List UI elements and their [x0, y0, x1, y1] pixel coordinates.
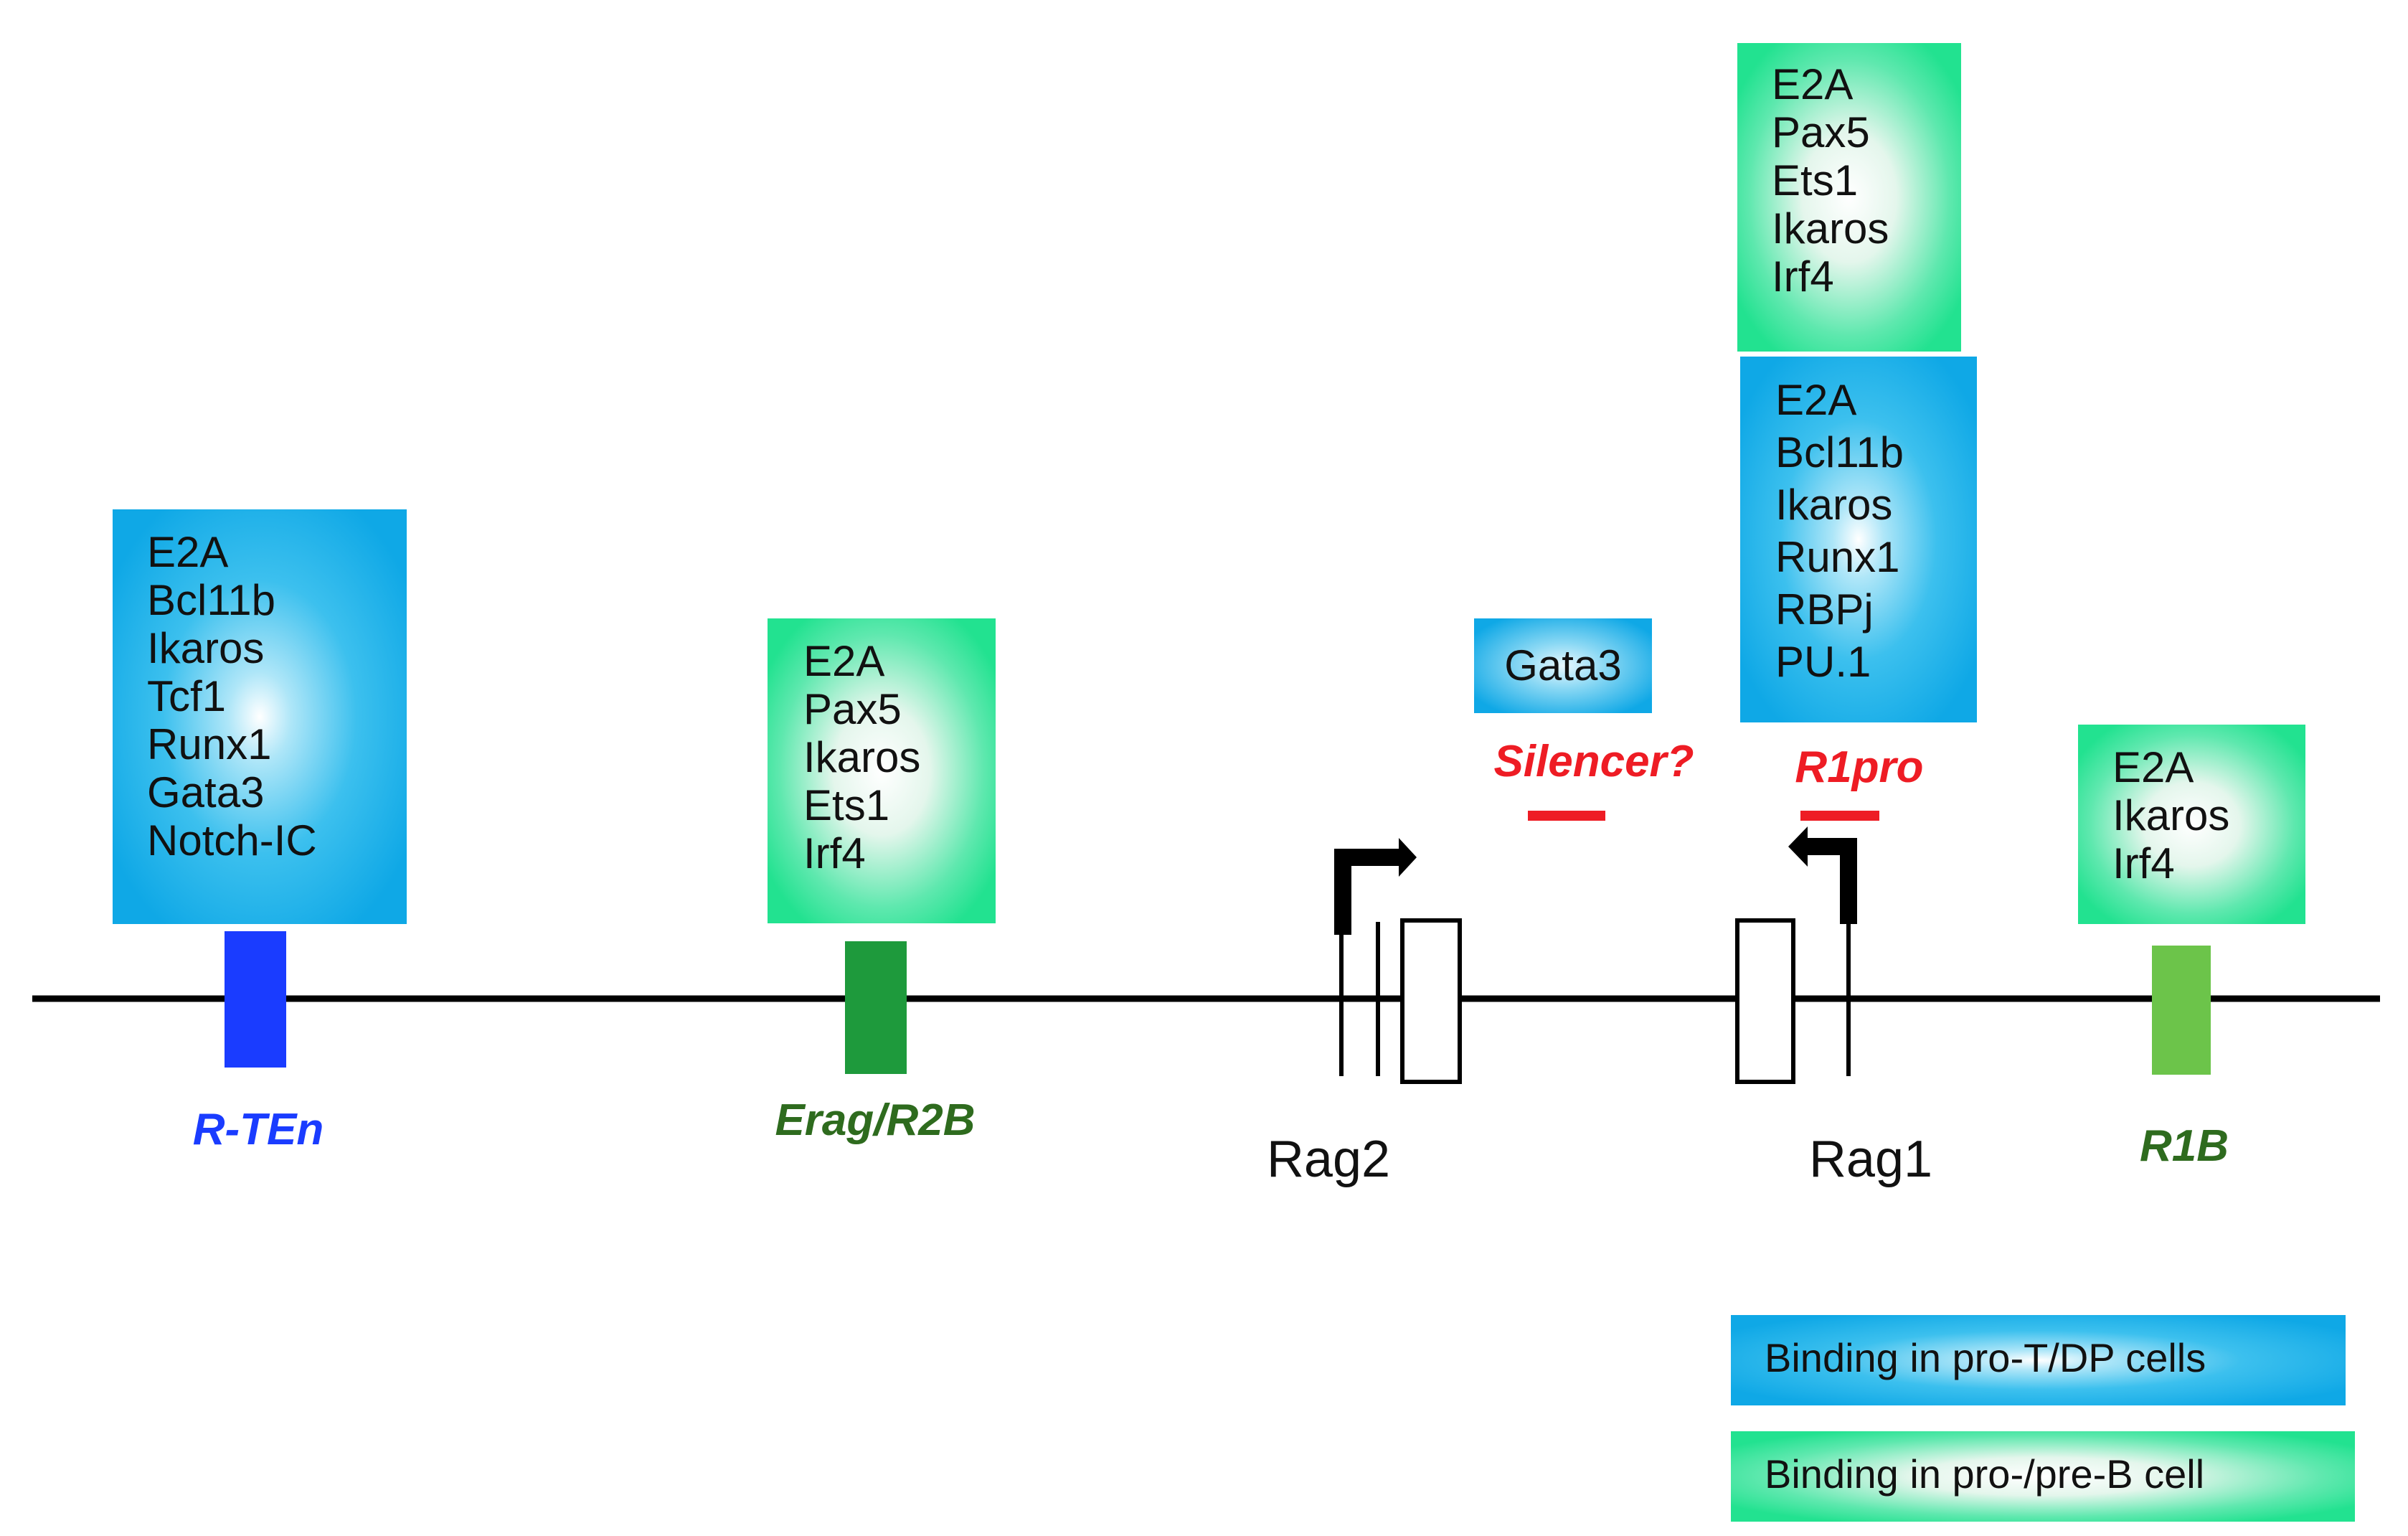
factor-label: Notch-IC: [147, 816, 317, 864]
silencer-label: Silencer?: [1493, 737, 1694, 786]
r1pro-marker: [1800, 811, 1879, 821]
factor-label: Irf4: [2112, 839, 2175, 887]
r1pro-b-binding-box: [1737, 43, 1961, 352]
rag2-label: Rag2: [1267, 1131, 1390, 1188]
legend: Binding in pro-T/DP cells Binding in pro…: [1731, 1315, 2355, 1522]
rag2-promoter-arrow-icon: [1334, 838, 1417, 935]
factor-label: Irf4: [803, 829, 866, 877]
erag-factor-list: E2A Pax5 Ikaros Ets1 Irf4: [803, 637, 920, 877]
factor-label: Runx1: [1775, 533, 1899, 581]
r-ten-element: [225, 931, 286, 1068]
factor-label: Gata3: [147, 768, 264, 816]
factor-label: Ikaros: [1775, 481, 1892, 529]
factor-label: E2A: [803, 637, 884, 685]
factor-label: E2A: [2112, 743, 2194, 791]
r-ten-factor-list: E2A Bcl11b Ikaros Tcf1 Runx1 Gata3 Notch…: [147, 528, 317, 864]
legend-swatch-pro-b: [1731, 1431, 2355, 1522]
factor-label: Gata3: [1504, 641, 1621, 689]
legend-pro-b-label: Binding in pro-/pre-B cell: [1765, 1451, 2204, 1497]
erag-element: [845, 941, 907, 1074]
r1pro-t-binding-box: [1740, 357, 1977, 722]
r1b-binding-box: [2078, 725, 2305, 924]
rag1-promoter-arrow-icon: [1788, 826, 1857, 924]
factor-label: Bcl11b: [1775, 428, 1904, 476]
factor-label: Ikaros: [2112, 791, 2229, 839]
erag-binding-box: [768, 618, 996, 923]
factor-label: E2A: [147, 528, 228, 576]
erag-label: Erag/R2B: [775, 1096, 975, 1145]
r1pro-t-factor-list: E2A Bcl11b Ikaros Runx1 RBPj PU.1: [1775, 376, 1904, 686]
factor-label: PU.1: [1775, 638, 1871, 686]
r-ten-label: R-TEn: [193, 1105, 324, 1154]
factor-label: Pax5: [1772, 108, 1870, 156]
r1b-element: [2152, 946, 2211, 1075]
silencer-marker: [1528, 811, 1605, 821]
rag2-exon-box: [1400, 918, 1462, 1084]
legend-swatch-pro-t: [1731, 1315, 2346, 1405]
r1b-factor-list: E2A Ikaros Irf4: [2112, 743, 2229, 887]
factor-label: RBPj: [1775, 585, 1874, 633]
factor-label: Pax5: [803, 685, 902, 733]
factor-label: Runx1: [147, 720, 271, 768]
factor-label: Ikaros: [147, 624, 264, 672]
factor-label: Ets1: [1772, 156, 1858, 204]
factor-label: E2A: [1775, 376, 1856, 424]
rag1-exon-box: [1735, 918, 1795, 1084]
r1pro-b-factor-list: E2A Pax5 Ets1 Ikaros Irf4: [1772, 60, 1889, 301]
factor-label: Ets1: [803, 781, 889, 829]
legend-pro-t-label: Binding in pro-T/DP cells: [1765, 1335, 2206, 1380]
factor-label: Bcl11b: [147, 576, 275, 624]
factor-label: Ikaros: [803, 733, 920, 781]
factor-label: Ikaros: [1772, 204, 1889, 253]
r-ten-binding-box: [113, 509, 407, 924]
factor-label: E2A: [1772, 60, 1853, 108]
factor-label: Irf4: [1772, 253, 1834, 301]
factor-label: Tcf1: [147, 672, 226, 720]
gata3-binding-box: [1474, 618, 1652, 713]
r1b-label: R1B: [2140, 1121, 2229, 1171]
r1pro-label: R1pro: [1795, 743, 1923, 792]
rag1-label: Rag1: [1809, 1131, 1932, 1188]
